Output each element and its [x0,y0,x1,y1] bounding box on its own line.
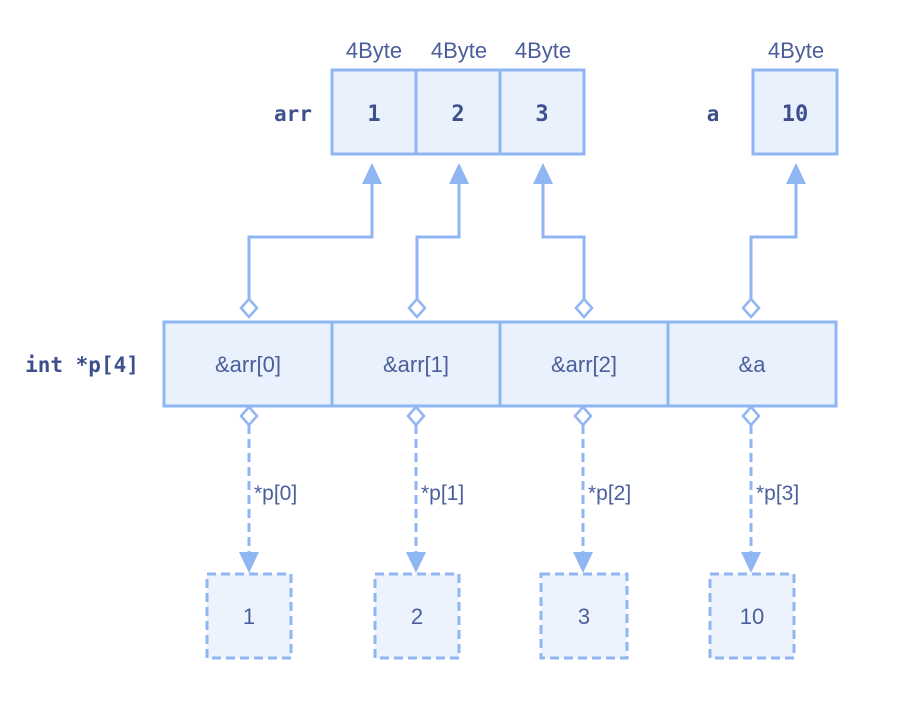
memory-row: arr 4Byte 1 4Byte 2 4Byte 3 a 4Byte 10 [274,38,839,156]
deref-values-row: 1 2 3 10 [205,572,796,660]
deref-value-2: 3 [539,572,629,660]
deref-value-2-box [539,572,629,660]
pointer-cell-0-text: &arr[0] [215,352,281,377]
pointer-cell-3: &a [666,320,838,408]
deref-arrowhead-1 [406,552,426,573]
arr-cell-1-value: 2 [451,102,464,127]
pointer-array-row: int *p[4] &arr[0] &arr[1] &arr[2] &a [25,320,838,408]
arr-cell-1: 4Byte 2 [414,38,502,156]
arrowhead-arr1 [449,163,469,184]
deref-value-0-box [205,572,293,660]
diamond-top-p2 [574,297,594,319]
arrowhead-arr0 [362,163,382,184]
pointer-array-label: int *p[4] [25,353,139,377]
a-label: a [707,102,720,126]
deref-value-1-text: 2 [411,604,423,629]
pointer-cell-3-box [666,320,838,408]
pointer-cell-1-box [330,320,502,408]
arr-cell-0: 4Byte 1 [330,38,418,156]
arr-cell-1-box [414,68,502,156]
deref-value-3-box [708,572,796,660]
link-p0-to-arr0 [247,182,374,301]
deref-label-3: *p[3] [756,482,799,505]
pointer-cell-1: &arr[1] [330,320,502,408]
pointer-cell-3-text: &a [739,352,767,377]
arrowhead-arr2 [533,163,553,184]
arr-cell-1-size: 4Byte [431,38,487,63]
pointer-cell-2: &arr[2] [498,320,670,408]
deref-arrowhead-0 [239,552,259,573]
pointer-cell-0-box [162,320,334,408]
arr-cell-2: 4Byte 3 [498,38,586,156]
deref-arrowhead-2 [573,552,593,573]
diamond-top-p3 [741,297,761,319]
arr-cell-2-size: 4Byte [515,38,571,63]
pointer-cell-2-box [498,320,670,408]
pointer-cell-1-text: &arr[1] [383,352,449,377]
diamond-bottom-p0 [239,405,259,427]
deref-value-0-text: 1 [243,604,255,629]
deref-value-0: 1 [205,572,293,660]
diamond-top-p1 [407,297,427,319]
deref-value-2-text: 3 [578,604,590,629]
deref-value-1-box [373,572,461,660]
diamond-bottom-p1 [406,405,426,427]
a-cell-value: 10 [782,102,809,127]
deref-label-1: *p[1] [421,482,464,505]
arrowhead-a [786,163,806,184]
a-cell-box [751,68,839,156]
deref-label-2: *p[2] [588,482,631,505]
deref-value-3: 10 [708,572,796,660]
deref-value-3-text: 10 [740,604,764,629]
diamond-top-p0 [239,297,259,319]
arr-cell-0-value: 1 [367,102,380,127]
arr-label: arr [274,102,312,126]
deref-value-1: 2 [373,572,461,660]
arr-cell-2-box [498,68,586,156]
a-cell-size: 4Byte [768,38,824,63]
arr-cell-2-value: 3 [535,102,548,127]
diamond-bottom-p3 [741,405,761,427]
pointer-links [239,163,806,319]
deref-links: *p[0] *p[1] *p[2] *p[3] [239,405,799,573]
arr-cell-0-size: 4Byte [346,38,402,63]
deref-label-0: *p[0] [254,482,297,505]
deref-arrowhead-3 [741,552,761,573]
a-cell: 4Byte 10 [751,38,839,156]
arr-cell-0-box [330,68,418,156]
pointer-cell-2-text: &arr[2] [551,352,617,377]
link-p2-to-arr2 [541,182,586,301]
link-p3-to-a [749,182,798,301]
pointer-cell-0: &arr[0] [162,320,334,408]
diamond-bottom-p2 [573,405,593,427]
link-p1-to-arr1 [415,182,461,301]
